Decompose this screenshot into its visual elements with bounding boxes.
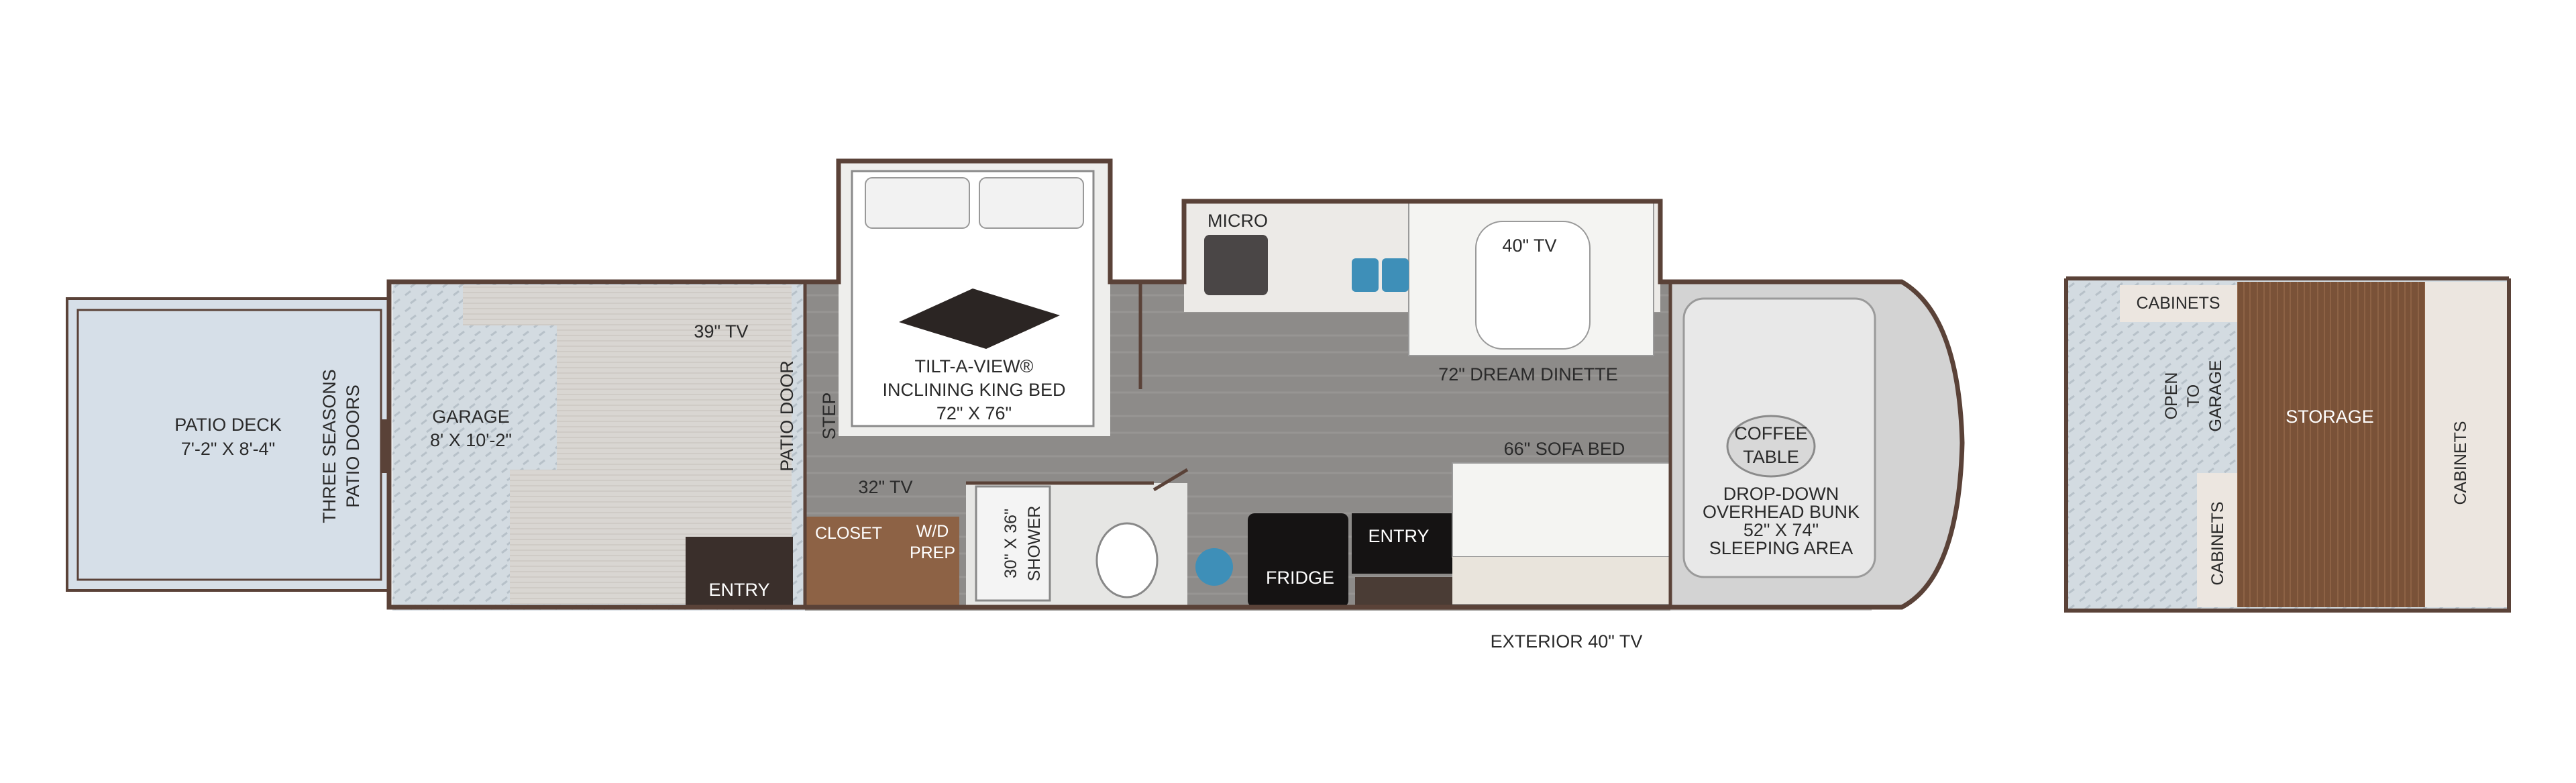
- table-label: TABLE: [1743, 447, 1799, 467]
- closet-label: CLOSET: [815, 524, 882, 543]
- bunk-size: 52" X 74": [1743, 520, 1819, 540]
- coffee-label: COFFEE: [1734, 423, 1808, 443]
- partition-walls: [803, 282, 1189, 607]
- three-seasons-label: THREE SEASONS: [319, 369, 339, 523]
- alt-open-label: OPEN: [2162, 372, 2181, 420]
- shower-size-label: 30" X 36": [1002, 509, 1020, 578]
- garage-label: GARAGE: [432, 407, 510, 427]
- tv-39-label: 39" TV: [694, 321, 748, 342]
- dream-dinette: [1408, 201, 1654, 356]
- coffee-table: [1726, 415, 1816, 478]
- microwave-range: [1204, 235, 1268, 295]
- kitchen-sink: [1352, 258, 1409, 292]
- tv-40-label: 40" TV: [1502, 236, 1556, 256]
- alt-cabinets-top: CABINETS: [2136, 294, 2220, 313]
- shower: [975, 485, 1051, 602]
- alt-storage-label: STORAGE: [2286, 407, 2374, 427]
- patio-deck-label: PATIO DECK: [174, 415, 282, 435]
- tv-32-label: 32" TV: [858, 477, 912, 497]
- micro-label: MICRO: [1208, 211, 1268, 231]
- alt-cabinets-left: CABINETS: [2208, 501, 2227, 585]
- dinette-label: 72" DREAM DINETTE: [1438, 364, 1618, 384]
- rear-entry-label: ENTRY: [708, 580, 769, 600]
- patio-doors-label: PATIO DOORS: [343, 384, 363, 508]
- alt-cabinets-right: CABINETS: [2451, 421, 2470, 505]
- shower-label: SHOWER: [1025, 506, 1044, 582]
- sofa-label: 66" SOFA BED: [1504, 439, 1625, 459]
- step-label: STEP: [819, 393, 839, 440]
- bed-size: 72" X 76": [936, 403, 1012, 423]
- wd-label: W/D: [916, 522, 949, 541]
- front-entry-label: ENTRY: [1368, 526, 1429, 546]
- bunk-label-1: DROP-DOWN: [1723, 484, 1839, 504]
- alt-to-label: TO: [2184, 384, 2203, 407]
- garage-floor: [392, 282, 808, 611]
- garage-size: 8' X 10'-2": [430, 430, 512, 450]
- toilet-lav: [1095, 522, 1233, 598]
- king-bed: [851, 170, 1095, 427]
- sofa-bed: [1452, 462, 1678, 604]
- bed-label-1: TILT-A-VIEW®: [915, 356, 1034, 376]
- fridge-block: [1248, 513, 1452, 607]
- prep-label: PREP: [910, 543, 955, 562]
- patio-door-label: PATIO DOOR: [777, 360, 797, 472]
- bunk-label-3: SLEEPING AREA: [1709, 538, 1854, 558]
- alt-garage-label: GARAGE: [2206, 360, 2225, 432]
- patio-deck: [66, 297, 390, 592]
- exterior-walls: [386, 158, 1965, 610]
- alt-storage-area: [2237, 282, 2425, 607]
- cockpit: [1668, 280, 1964, 609]
- alt-garage-layout: [2064, 276, 2511, 613]
- fridge-label: FRIDGE: [1266, 568, 1334, 588]
- bed-tilt-icon: [899, 289, 1060, 349]
- patio-deck-size: 7'-2" X 8'-4": [181, 439, 276, 459]
- bed-label-2: INCLINING KING BED: [882, 380, 1065, 400]
- patio-doors: [380, 419, 390, 473]
- bunk-label-2: OVERHEAD BUNK: [1703, 502, 1860, 522]
- rear-entry-step: [686, 537, 793, 607]
- exterior-tv-label: EXTERIOR 40" TV: [1491, 631, 1643, 651]
